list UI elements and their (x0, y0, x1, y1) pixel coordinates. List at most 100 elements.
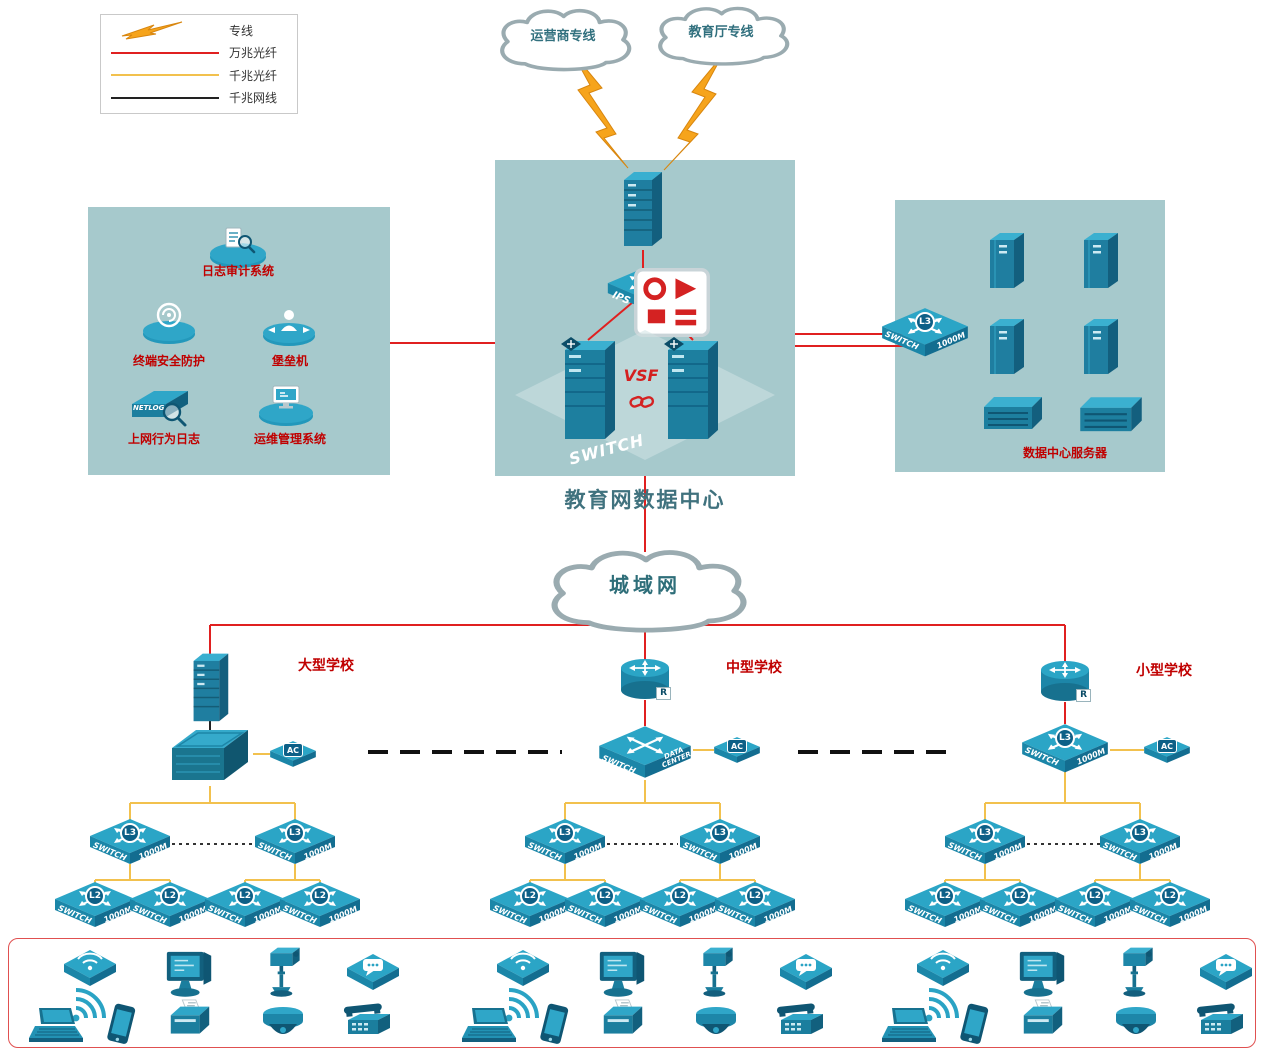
datacenter-rack-2[interactable] (1076, 393, 1146, 438)
voice-chat-icon[interactable] (1198, 952, 1254, 994)
laptop-icon[interactable] (460, 1006, 518, 1046)
small-school-router[interactable]: R (1039, 658, 1091, 704)
core-server-icon (662, 336, 720, 441)
switch-badge: L2 (1085, 886, 1105, 906)
datacenter-server-3[interactable] (984, 316, 1030, 378)
telephone-icon[interactable] (340, 1002, 396, 1046)
ips-device[interactable]: IPS (606, 266, 682, 318)
switch-badge: L3 (285, 823, 305, 843)
voice-chat-icon[interactable] (345, 952, 401, 994)
switch-badge: L2 (160, 886, 180, 906)
datacenter-server-1[interactable] (984, 230, 1030, 292)
printer-icon[interactable] (1018, 998, 1068, 1042)
l2-switch[interactable]: L2 SWITCH 1000M (53, 880, 137, 936)
smartphone-icon[interactable] (103, 1002, 139, 1047)
printer-icon[interactable] (598, 998, 648, 1042)
legend-label: 专线 (229, 23, 254, 38)
ptz-camera-icon[interactable] (696, 944, 740, 997)
l3-switch[interactable]: L3 SWITCH 1000M (1098, 817, 1182, 873)
endpoint-security-icon[interactable] (140, 300, 198, 346)
medium-school-ac[interactable]: AC (713, 736, 761, 770)
smartphone-icon[interactable] (956, 1002, 992, 1047)
vsf-link-icon (629, 392, 655, 412)
l2-switch[interactable]: L2 SWITCH 1000M (1053, 880, 1137, 936)
desktop-monitor-icon[interactable] (596, 950, 650, 1000)
l3-switch[interactable]: L3 SWITCH 1000M (943, 817, 1027, 873)
core-server-right[interactable] (662, 336, 720, 441)
laptop-icon[interactable] (27, 1006, 85, 1046)
dome-camera-icon[interactable] (260, 1004, 306, 1046)
ptz-camera-icon[interactable] (263, 944, 307, 997)
switch-badge: L2 (935, 886, 955, 906)
carrier-line-cloud[interactable]: 运营商专线 (487, 5, 639, 77)
datacenter-title: 教育网数据中心 (564, 488, 726, 512)
switch-badge: L2 (670, 886, 690, 906)
terminal-devices-box (8, 938, 1256, 1048)
small-school-label: 小型学校 (1136, 663, 1192, 679)
l3-switch[interactable]: L3 SWITCH 1000M (678, 817, 762, 873)
l2-switch[interactable]: L2 SWITCH 1000M (203, 880, 287, 936)
netlog-label-cn: 上网行为日志 (127, 432, 200, 446)
endpoint-security-label: 终端安全防护 (132, 354, 205, 368)
switch-badge: L2 (595, 886, 615, 906)
dome-camera-icon[interactable] (1113, 1004, 1159, 1046)
om-system-icon[interactable] (256, 382, 316, 428)
l3-switch[interactable]: L3 SWITCH 1000M (253, 817, 337, 873)
lightning-icon (109, 20, 221, 40)
terminal-group-2 (448, 938, 853, 1048)
firewall-device[interactable] (619, 168, 665, 250)
voice-chat-icon[interactable] (778, 952, 834, 994)
l2-switch[interactable]: L2 SWITCH 1000M (638, 880, 722, 936)
dome-camera-icon[interactable] (693, 1004, 739, 1046)
man-cloud[interactable]: 城域网 (532, 545, 758, 640)
l2-switch[interactable]: L2 SWITCH 1000M (978, 880, 1062, 936)
l2-switch[interactable]: L2 SWITCH 1000M (713, 880, 797, 936)
core-server-left[interactable] (559, 336, 617, 441)
medium-school-core-switch[interactable]: SWITCH DATA CENTER (597, 724, 693, 788)
l2-switch[interactable]: L2 SWITCH 1000M (128, 880, 212, 936)
l2-switch[interactable]: L2 SWITCH 1000M (278, 880, 362, 936)
switch-badge: L2 (310, 886, 330, 906)
smartphone-icon[interactable] (536, 1002, 572, 1047)
telephone-icon[interactable] (1193, 1002, 1249, 1046)
education-line-cloud[interactable]: 教育厅专线 (645, 3, 797, 71)
l2-switch[interactable]: L2 SWITCH 1000M (488, 880, 572, 936)
cloud-label: 教育厅专线 (688, 24, 754, 40)
laptop-icon[interactable] (880, 1006, 938, 1046)
router-badge: R (656, 687, 671, 700)
netlog-icon[interactable]: NETLOG (126, 384, 192, 430)
switch-badge: L3 (710, 823, 730, 843)
legend-label: 千兆网线 (229, 91, 278, 106)
netlog-label: NETLOG (133, 404, 165, 412)
l3-switch[interactable]: L3 SWITCH 1000M (523, 817, 607, 873)
vsf-label: VSF (623, 366, 659, 385)
legend-item-10g-fiber: 万兆光纤 (109, 42, 289, 64)
l3-switch[interactable]: L3 SWITCH 1000M (88, 817, 172, 873)
medium-school-router[interactable]: R (619, 656, 671, 702)
datacenter-server-4[interactable] (1078, 316, 1124, 378)
large-school-server[interactable] (189, 650, 231, 725)
large-school-ac[interactable]: AC (269, 740, 317, 774)
datacenter-rack-1[interactable] (980, 393, 1046, 435)
telephone-icon[interactable] (773, 1002, 829, 1046)
legend-item-1g-fiber: 千兆光纤 (109, 64, 289, 86)
ac-badge: AC (727, 739, 747, 753)
l2-switch[interactable]: L2 SWITCH 1000M (1128, 880, 1212, 936)
l2-switch[interactable]: L2 SWITCH 1000M (563, 880, 647, 936)
bastion-host-icon[interactable] (260, 306, 318, 348)
desktop-monitor-icon[interactable] (163, 950, 217, 1000)
switch-badge: L2 (745, 886, 765, 906)
small-school-core-switch[interactable]: L3 SWITCH 1000M (1020, 722, 1110, 782)
datacenter-server-2[interactable] (1078, 230, 1124, 292)
cloud-label: 运营商专线 (530, 28, 596, 44)
ptz-camera-icon[interactable] (1116, 944, 1160, 997)
large-school-core-device[interactable] (166, 726, 254, 788)
l2-switch[interactable]: L2 SWITCH 1000M (903, 880, 987, 936)
server-zone-switch[interactable]: L3 SWITCH 1000M (880, 306, 970, 366)
black-line-sample (109, 96, 221, 99)
desktop-monitor-icon[interactable] (1016, 950, 1070, 1000)
switch-badge: L3 (975, 823, 995, 843)
small-school-ac[interactable]: AC (1143, 736, 1191, 770)
printer-icon[interactable] (165, 998, 215, 1042)
terminal-group-3 (868, 938, 1265, 1048)
